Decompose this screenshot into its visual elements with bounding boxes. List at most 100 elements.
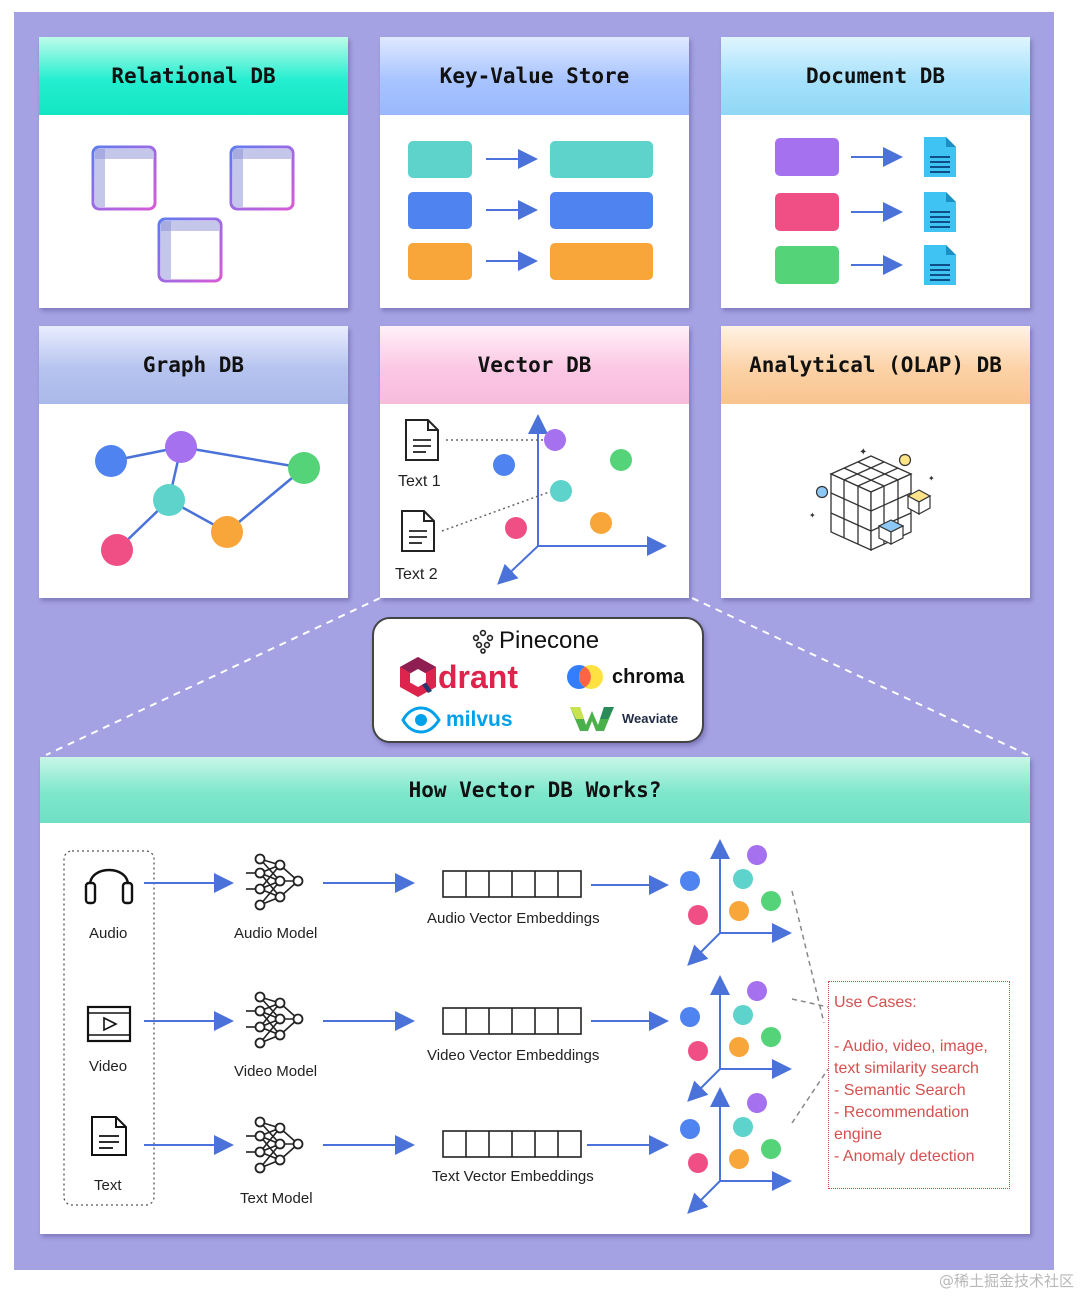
vector-point bbox=[544, 429, 566, 451]
text2-label: Text 2 bbox=[395, 566, 438, 583]
milvus-label: milvus bbox=[446, 708, 513, 731]
graph-node bbox=[165, 431, 197, 463]
video-model-label: Video Model bbox=[234, 1063, 317, 1080]
text-embedding-vector-icon bbox=[442, 1130, 582, 1158]
table-grid-icon-3 bbox=[157, 217, 223, 283]
link-text2 bbox=[441, 490, 553, 532]
chroma-icon bbox=[567, 665, 603, 689]
video-embeddings-label: Video Vector Embeddings bbox=[427, 1047, 599, 1064]
pinecone-label: Pinecone bbox=[499, 627, 600, 654]
text-model-icon bbox=[245, 1116, 304, 1174]
pinecone-logo: Pinecone bbox=[470, 627, 599, 655]
audio-label: Audio bbox=[89, 925, 127, 942]
chroma-logo: chroma bbox=[566, 663, 684, 691]
key-value-store-card: Key-Value Store bbox=[380, 37, 689, 308]
key-block-2 bbox=[408, 192, 472, 229]
graph-node bbox=[211, 516, 243, 548]
document-icon bbox=[923, 191, 957, 233]
audio-embeddings-label: Audio Vector Embeddings bbox=[427, 910, 600, 927]
chroma-label: chroma bbox=[612, 665, 685, 688]
table-grid-icon-2 bbox=[229, 145, 295, 211]
text-file-icon-2 bbox=[401, 510, 435, 552]
doc-key-block-1 bbox=[775, 138, 839, 176]
document-icon bbox=[923, 244, 957, 286]
use-case-item: - Semantic Search bbox=[834, 1082, 966, 1099]
qdrant-icon bbox=[400, 657, 436, 697]
graph-db-card: Graph DB bbox=[39, 326, 348, 598]
document-pairs-diagram bbox=[775, 136, 957, 286]
vector-pipeline-diagram: Audio Audio Model Audio Vector Embedding… bbox=[63, 823, 829, 1234]
audio-model-icon bbox=[245, 853, 304, 911]
vector-point bbox=[590, 512, 612, 534]
use-cases-title: Use Cases: bbox=[834, 994, 917, 1011]
text-vector-space-diagram bbox=[680, 1091, 788, 1211]
input-types-box bbox=[63, 850, 155, 1206]
svg-text:✦: ✦ bbox=[928, 474, 935, 483]
document-icon bbox=[923, 136, 957, 178]
audio-embedding-vector-icon bbox=[442, 870, 582, 898]
vector-point bbox=[610, 449, 632, 471]
video-model-icon bbox=[245, 991, 304, 1049]
how-vector-db-works-panel: How Vector DB Works? bbox=[40, 757, 1030, 1234]
text-file-icon-1 bbox=[405, 419, 439, 461]
watermark: @稀土掘金技术社区 bbox=[938, 1272, 1074, 1290]
use-case-item: - Audio, video, image, text similarity s… bbox=[834, 1038, 988, 1077]
relational-db-title: Relational DB bbox=[39, 37, 348, 115]
pinecone-icon bbox=[472, 629, 494, 654]
vector-db-vendors-box: Pinecone drant chroma milvus Weaviat bbox=[372, 617, 704, 743]
vector-point bbox=[493, 454, 515, 476]
key-block-1 bbox=[408, 141, 472, 178]
document-db-card: Document DB bbox=[721, 37, 1030, 308]
table-grids-icon bbox=[91, 145, 295, 283]
milvus-icon bbox=[401, 706, 441, 734]
doc-key-block-3 bbox=[775, 246, 839, 284]
cube-icon: ✦ ✦ ✦ bbox=[809, 447, 935, 552]
value-block-1 bbox=[550, 141, 653, 178]
graph-network-diagram bbox=[95, 431, 320, 566]
svg-text:✦: ✦ bbox=[809, 511, 816, 520]
value-block-3 bbox=[550, 243, 653, 280]
key-value-pairs-diagram bbox=[408, 141, 653, 280]
use-cases-box: Use Cases: - Audio, video, image, text s… bbox=[828, 981, 1010, 1189]
document-db-title: Document DB bbox=[721, 37, 1030, 115]
table-grid-icon-1 bbox=[91, 145, 157, 211]
audio-model-label: Audio Model bbox=[234, 925, 317, 942]
vector-db-title: Vector DB bbox=[380, 326, 689, 404]
graph-node bbox=[153, 484, 185, 516]
key-block-3 bbox=[408, 243, 472, 280]
text-label: Text bbox=[94, 1177, 122, 1194]
relational-db-card: Relational DB bbox=[39, 37, 348, 308]
weaviate-logo: Weaviate bbox=[568, 703, 678, 733]
text-document-icon bbox=[91, 1116, 127, 1156]
how-vector-db-works-title: How Vector DB Works? bbox=[40, 757, 1030, 823]
video-icon bbox=[86, 1005, 132, 1043]
video-vector-space-diagram bbox=[680, 979, 788, 1099]
olap-db-card: Analytical (OLAP) DB bbox=[721, 326, 1030, 598]
weaviate-label: Weaviate bbox=[622, 710, 679, 726]
use-case-item: - Recommendation engine bbox=[834, 1104, 970, 1143]
use-case-item: - Anomaly detection bbox=[834, 1148, 975, 1165]
doc-key-block-2 bbox=[775, 193, 839, 231]
graph-node bbox=[95, 445, 127, 477]
vector-db-card: Vector DB Text 1 Text 2 bbox=[380, 326, 689, 598]
vector-space-diagram: Text 1 Text 2 bbox=[395, 414, 667, 585]
svg-text:✦: ✦ bbox=[859, 447, 867, 458]
qdrant-logo: drant bbox=[398, 655, 518, 699]
value-block-2 bbox=[550, 192, 653, 229]
video-label: Video bbox=[89, 1058, 127, 1075]
text-model-label: Text Model bbox=[240, 1190, 313, 1207]
headphones-icon bbox=[84, 868, 134, 905]
olap-db-title: Analytical (OLAP) DB bbox=[721, 326, 1030, 404]
graph-db-title: Graph DB bbox=[39, 326, 348, 404]
axis-z bbox=[497, 545, 539, 585]
weaviate-icon bbox=[570, 707, 614, 731]
text1-label: Text 1 bbox=[398, 473, 441, 490]
graph-node bbox=[101, 534, 133, 566]
vector-point bbox=[550, 480, 572, 502]
audio-vector-space-diagram bbox=[680, 843, 788, 963]
graph-node bbox=[288, 452, 320, 484]
qdrant-label: drant bbox=[438, 658, 518, 695]
milvus-logo: milvus bbox=[400, 705, 513, 735]
video-embedding-vector-icon bbox=[442, 1007, 582, 1035]
